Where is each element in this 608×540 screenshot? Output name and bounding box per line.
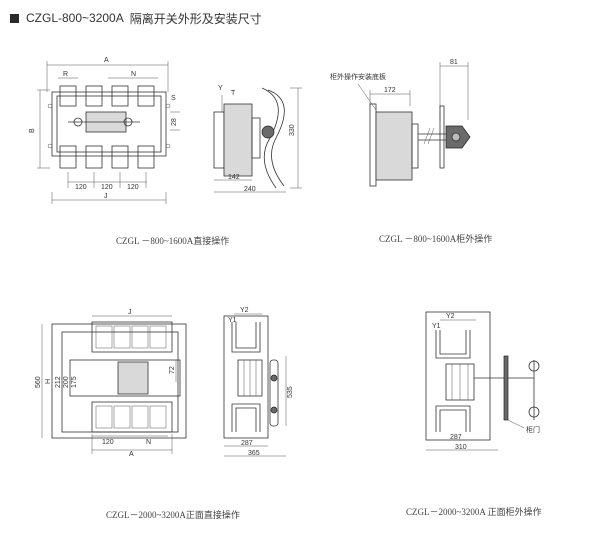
fig1-caption: CZGL －800~1600A直接操作 [116, 236, 230, 246]
fig4-dim-175: 175 [71, 376, 78, 388]
fig1-dim-120a: 120 [75, 184, 87, 191]
model-title: CZGL-800~3200A [26, 11, 124, 25]
fig6-dim-310: 310 [455, 444, 467, 451]
fig1-dim-A: A [104, 57, 109, 64]
fig4-dim-120: 120 [102, 439, 114, 446]
fig6-dim-Y2: Y2 [446, 313, 455, 320]
fig4-dim-560: 560 [35, 376, 42, 388]
fig1-dim-J: J [104, 193, 108, 200]
fig1-dim-120c: 120 [127, 184, 139, 191]
fig4-drawing: J 560 H 212 200 175 72 120 N [35, 309, 187, 458]
fig6-label-door: 柜门 [526, 425, 540, 434]
fig4-dim-J: J [128, 309, 132, 316]
fig4-dim-72: 72 [169, 366, 176, 374]
fig2-dim-142: 142 [228, 174, 240, 181]
fig5-dim-365: 365 [248, 450, 260, 457]
fig5-dim-Y1: Y1 [228, 317, 237, 324]
fig2-dim-T: T [231, 90, 236, 97]
fig5-dim-Y2: Y2 [240, 307, 249, 314]
fig2-dim-240: 240 [244, 186, 256, 193]
fig5-drawing: Y2 Y1 535 287 365 [223, 307, 294, 457]
fig2-dim-330: 330 [289, 124, 296, 136]
fig6-caption: CZGL－2000~3200A 正面柜外操作 [406, 507, 542, 517]
fig3-drawing: 柜外操作安装底板 172 81 [330, 59, 471, 187]
fig6-dim-287: 287 [450, 434, 462, 441]
page-header: CZGL-800~3200A 隔离开关外形及安装尺寸 [10, 10, 262, 26]
fig1-dim-S: S [171, 95, 176, 102]
fig1-drawing: A R N S 28 B [29, 57, 180, 204]
fig2-drawing: Y T 330 142 240 [213, 85, 302, 193]
fig1-dim-R: R [63, 71, 68, 78]
fig4-caption: CZGL－2000~3200A正面直接操作 [106, 510, 240, 520]
fig5-dim-535: 535 [287, 386, 294, 398]
fig6-dim-Y1: Y1 [432, 323, 441, 330]
fig4-dim-200: 200 [63, 376, 70, 388]
fig3-label-baseplate: 柜外操作安装底板 [330, 72, 386, 81]
fig1-dim-B: B [29, 128, 36, 133]
fig2-dim-Y: Y [218, 85, 223, 92]
fig6-drawing: Y2 Y1 柜门 287 310 [425, 311, 540, 451]
fig1-dim-N: N [131, 71, 136, 78]
page-subtitle: 隔离开关外形及安装尺寸 [129, 11, 262, 26]
fig3-dim-81: 81 [450, 59, 458, 66]
fig5-dim-287: 287 [241, 440, 253, 447]
fig1-dim-28: 28 [171, 118, 178, 126]
fig1-dim-120b: 120 [101, 184, 113, 191]
fig3-caption: CZGL －800~1600A柜外操作 [379, 234, 493, 244]
fig4-dim-212: 212 [55, 376, 62, 388]
fig4-dim-A: A [129, 451, 134, 458]
fig3-dim-172: 172 [384, 87, 396, 94]
bullet-square-icon [10, 13, 19, 23]
fig4-dim-H: H [45, 379, 52, 384]
fig4-dim-N: N [146, 439, 151, 446]
